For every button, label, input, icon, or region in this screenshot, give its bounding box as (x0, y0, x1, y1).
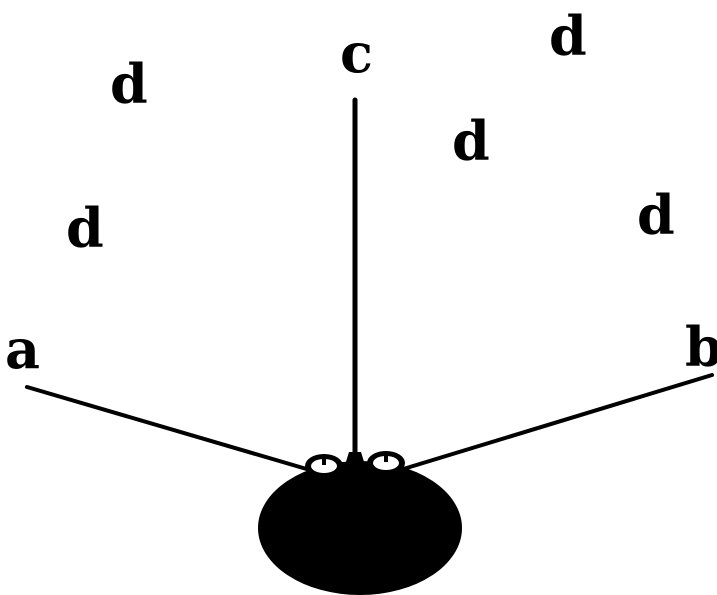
wire-a (27, 387, 310, 470)
label-d: d (637, 183, 675, 247)
wire-b (400, 375, 712, 470)
terminal-left (305, 454, 343, 478)
label-b: b (685, 315, 717, 379)
label-d: d (66, 196, 104, 260)
label-c: c (340, 21, 373, 85)
label-d: d (452, 109, 490, 173)
label-d: d (110, 52, 148, 116)
label-d: d (549, 4, 587, 68)
label-a: a (5, 317, 40, 381)
base-body (258, 461, 462, 595)
terminal-right (367, 451, 405, 475)
